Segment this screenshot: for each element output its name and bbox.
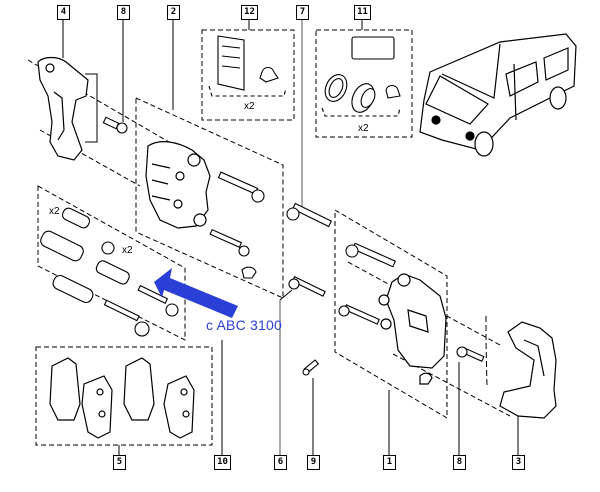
guide-bolt-6: [288, 276, 326, 297]
clip-kit-parts: [208, 35, 287, 97]
callout-11: 11: [354, 5, 371, 20]
qty-clip-kit: x2: [244, 101, 255, 112]
carrier-bolt-top: [102, 116, 128, 134]
callout-6: 6: [274, 455, 287, 470]
seal-kit-parts: [321, 36, 401, 117]
leader-6-hook: [279, 289, 293, 301]
callout-1: 1: [383, 455, 396, 470]
callout-8-bottom: 8: [453, 455, 466, 470]
brake-pads: [49, 357, 195, 439]
guide-kit-box: [37, 185, 186, 341]
pad-box: [35, 346, 213, 446]
callout-3: 3: [512, 455, 525, 470]
guide-bolts-left: [209, 171, 265, 279]
callout-4: 4: [57, 5, 70, 20]
qty-guide-sleeve: x2: [49, 206, 60, 217]
clip-kit-box: [201, 29, 295, 121]
qty-seal-kit: x2: [358, 123, 369, 134]
guide-bolts-right: [338, 242, 485, 362]
caliper-carrier-left: [37, 56, 89, 161]
callout-5: 5: [113, 455, 126, 470]
callout-7: 7: [296, 5, 309, 20]
annotation-arrow: [154, 268, 238, 318]
caliper-body-left: [145, 141, 211, 229]
reference-annotation: c ABC 3100: [206, 317, 282, 333]
callout-10: 10: [214, 455, 231, 470]
callout-8-top: 8: [117, 5, 130, 20]
qty-boot: x2: [122, 245, 133, 256]
callout-12: 12: [241, 5, 258, 20]
guide-bolt-7: [286, 202, 333, 228]
guide-pin-kit-parts: [40, 207, 179, 337]
seal-kit-box: [315, 29, 413, 138]
bleed-screw: [302, 359, 320, 376]
van-illustration: [419, 33, 577, 157]
caliper-right-box: [334, 209, 448, 419]
caliper-body-right: [378, 273, 447, 385]
callout-9: 9: [307, 455, 320, 470]
callout-2: 2: [167, 5, 180, 20]
caliper-carrier-right: [499, 321, 557, 419]
caliper-left-box: [135, 97, 284, 299]
